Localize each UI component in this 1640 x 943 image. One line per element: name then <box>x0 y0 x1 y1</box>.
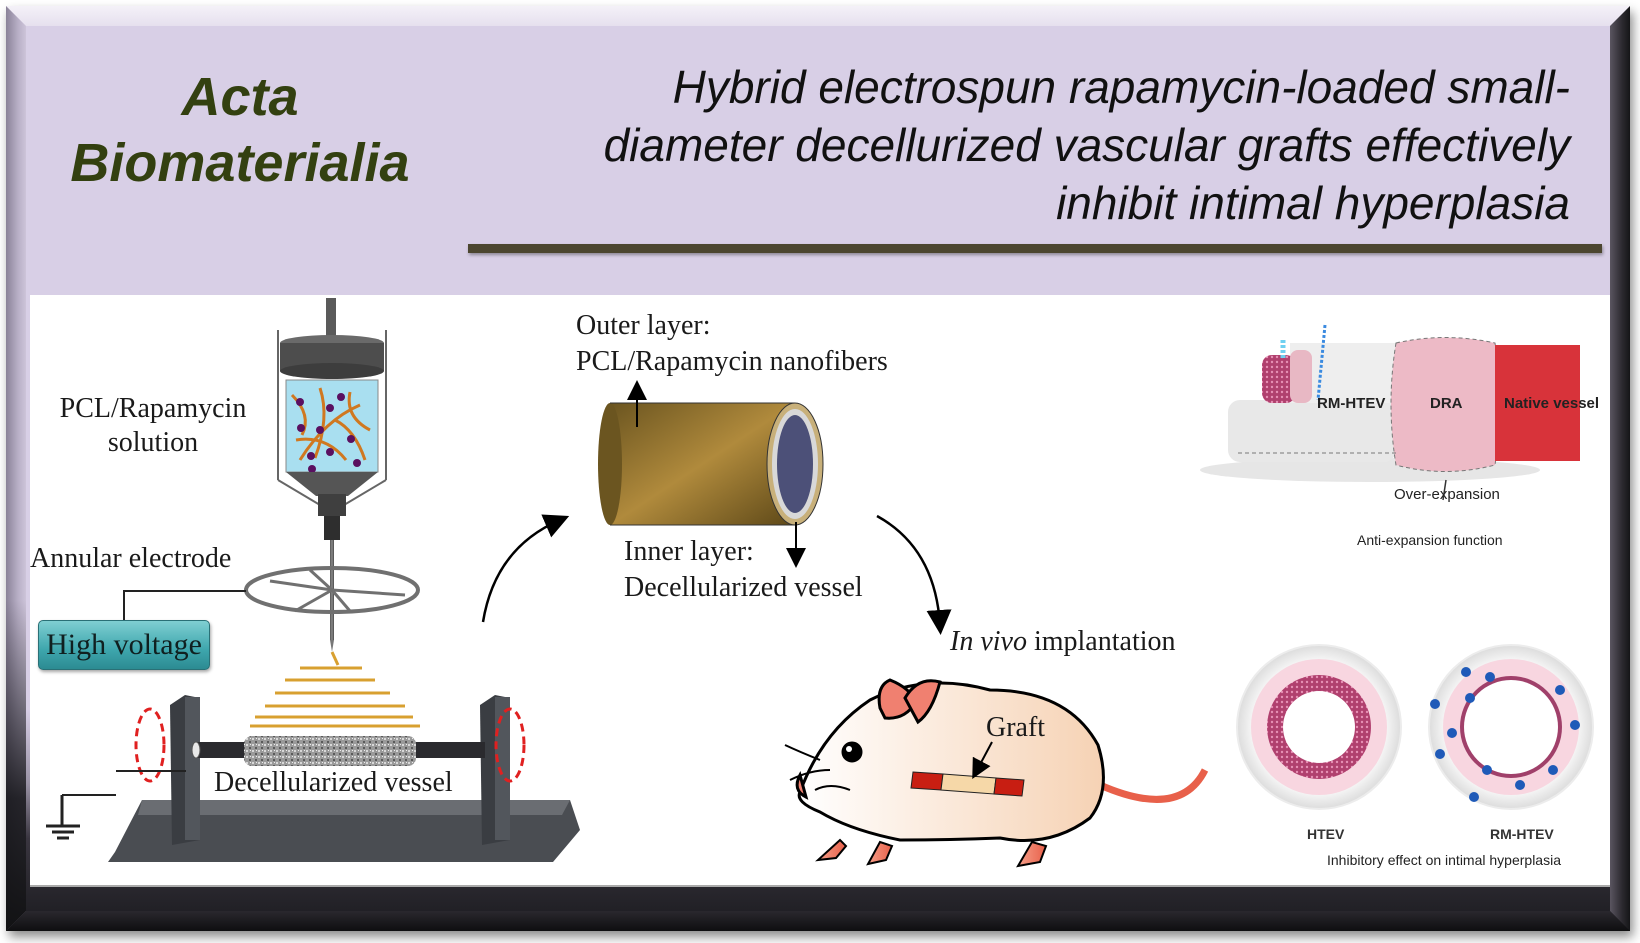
native-vessel-segment-label: Native vessel <box>1504 395 1600 412</box>
rm-htev-label: RM-HTEV <box>1490 826 1554 842</box>
high-voltage-label: High voltage <box>46 628 202 661</box>
graft-label: Graft <box>986 712 1046 743</box>
inner-layer-label: Inner layer: Decellularized vessel <box>624 534 863 606</box>
solution-label-line2: solution <box>107 427 199 458</box>
title-underline <box>468 244 1602 253</box>
collector-vessel-label: Decellularized vessel <box>214 767 453 798</box>
high-voltage-box: High voltage <box>38 620 210 670</box>
inner-layer-label-line1: Inner layer: <box>624 536 754 567</box>
frame-bevel-right <box>1610 6 1630 931</box>
anti-expansion-caption: Anti-expansion function <box>1357 532 1503 548</box>
article-title-line3: inhibit intimal hyperplasia <box>1056 177 1570 229</box>
journal-name: Acta Biomaterialia <box>40 64 440 196</box>
article-title: Hybrid electrospun rapamycin-loaded smal… <box>470 58 1570 232</box>
implantation-label-rest: implantation <box>1026 626 1176 657</box>
implantation-label-italic: In vivo <box>950 626 1027 657</box>
solution-label-line1: PCL/Rapamycin <box>59 393 247 424</box>
implantation-label: In vivo implantation <box>950 626 1176 658</box>
over-expansion-label: Over-expansion <box>1394 486 1500 503</box>
journal-name-line1: Acta <box>181 67 299 127</box>
inner-layer-label-line2: Decellularized vessel <box>624 572 863 603</box>
frame-bevel-top <box>6 6 1630 26</box>
hyperplasia-caption: Inhibitory effect on intimal hyperplasia <box>1327 852 1561 868</box>
frame-bevel-left-shade <box>6 600 26 931</box>
frame-bevel-bottom <box>6 911 1630 931</box>
solution-label: PCL/Rapamycin solution <box>36 392 270 460</box>
rm-htev-segment-label: RM-HTEV <box>1317 395 1386 412</box>
outer-layer-label-line2: PCL/Rapamycin nanofibers <box>576 346 888 377</box>
journal-name-line2: Biomaterialia <box>70 133 410 193</box>
dra-segment-label: DRA <box>1430 395 1463 412</box>
outer-layer-label-line1: Outer layer: <box>576 310 711 341</box>
htev-label: HTEV <box>1307 826 1345 842</box>
article-title-line2: diameter decellurized vascular grafts ef… <box>603 119 1570 171</box>
annular-electrode-label: Annular electrode <box>30 543 232 574</box>
article-title-line1: Hybrid electrospun rapamycin-loaded smal… <box>672 61 1570 113</box>
outer-layer-label: Outer layer: PCL/Rapamycin nanofibers <box>576 308 888 380</box>
